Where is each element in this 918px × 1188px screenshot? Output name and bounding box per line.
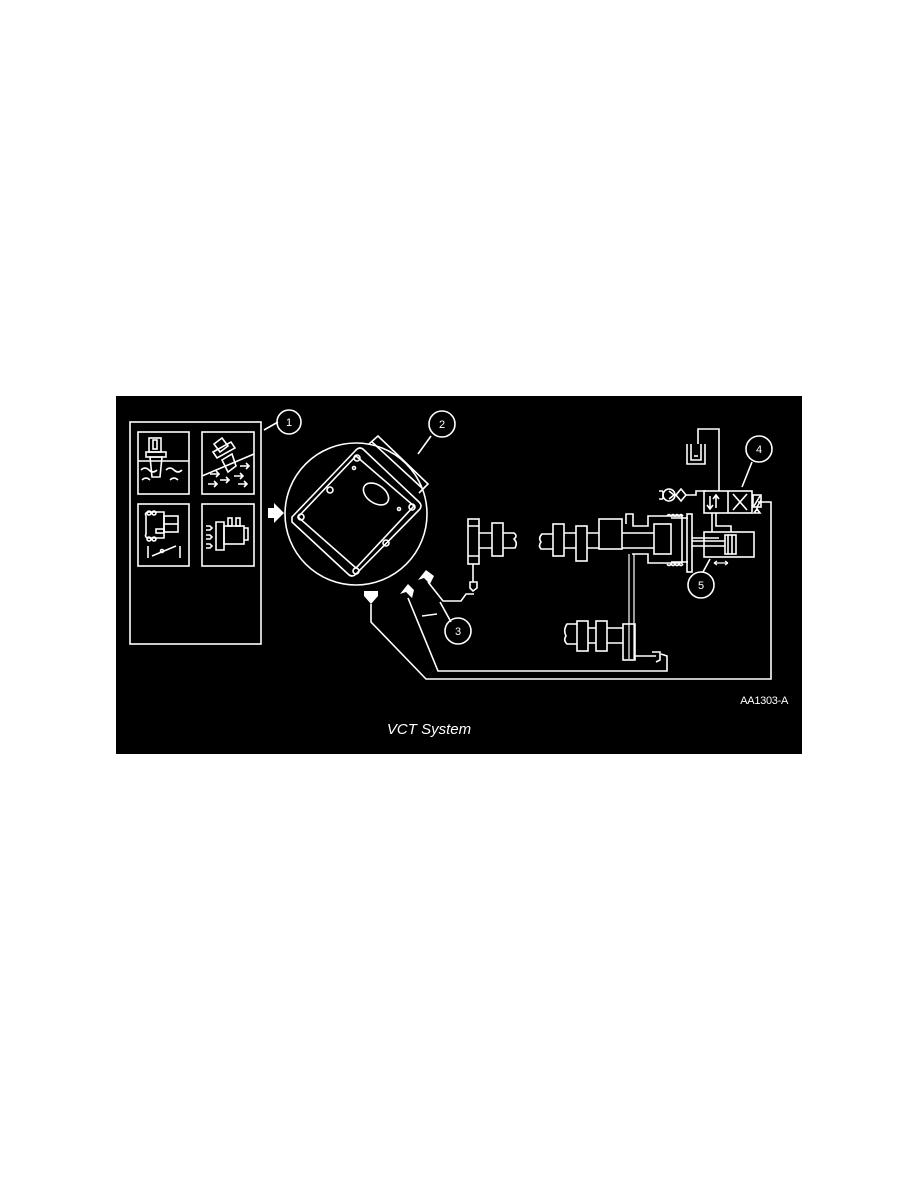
mass-air-flow-sensor-icon <box>201 431 255 495</box>
signal-arrow-a <box>400 584 414 598</box>
input-arrow <box>268 503 284 523</box>
powertrain-control-module <box>284 434 430 586</box>
vct-solenoid-valve <box>659 428 762 532</box>
sensor-inputs-panel <box>129 421 262 645</box>
callout-2-label: 2 <box>439 419 445 431</box>
callout-2 <box>428 410 456 438</box>
vct-diagram: 1 2 <box>129 409 773 680</box>
exhaust-camshaft <box>563 620 661 663</box>
callout-5 <box>687 571 715 599</box>
callout-4-label: 4 <box>756 444 762 456</box>
callout-3-label: 3 <box>455 626 461 638</box>
figure-caption-text: VCT System <box>386 721 472 738</box>
callout-1 <box>276 409 302 435</box>
vct-system-figure: 1 2 <box>116 396 802 754</box>
sensor-signal-wires <box>370 501 772 680</box>
callout-4 <box>745 435 773 463</box>
intake-camshaft <box>538 513 719 573</box>
figure-id: AA1303-A <box>740 695 788 707</box>
callout-5-label: 5 <box>698 580 704 592</box>
coolant-temperature-sensor-icon <box>137 431 190 495</box>
ignition-coil-icon <box>201 503 255 567</box>
camshaft-sensor-wheel <box>467 518 518 593</box>
callout-3 <box>444 617 472 645</box>
throttle-position-sensor-icon <box>137 503 190 567</box>
output-arrow <box>364 591 378 604</box>
figure-caption: VCT System <box>116 721 802 738</box>
signal-arrow-b <box>418 570 434 584</box>
callout-1-label: 1 <box>286 417 292 429</box>
vct-actuator-piston <box>692 531 755 566</box>
